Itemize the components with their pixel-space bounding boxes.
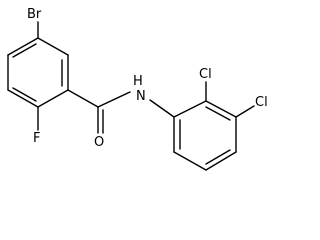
n-ring-bond [149, 99, 175, 118]
bond [7, 89, 39, 108]
bond [37, 37, 69, 56]
aromatic-double-bond [12, 87, 37, 102]
bond [7, 37, 39, 56]
bond [173, 151, 207, 171]
atom-label-br: Br [27, 7, 42, 22]
right-benzene-ring [173, 100, 237, 171]
atom-label-o: O [94, 135, 104, 150]
bond [205, 151, 237, 171]
atom-label-cl-top: Cl [199, 67, 212, 82]
ring-carbonyl-bond [67, 89, 99, 108]
atom-label-h: H [133, 74, 143, 89]
aromatic-double-bond [12, 43, 37, 58]
carbonyl-n-bond [97, 91, 131, 108]
aromatic-double-bond [205, 149, 231, 165]
aromatic-double-bond [205, 106, 231, 121]
bond [37, 89, 69, 108]
bond [173, 100, 207, 118]
bond [205, 100, 237, 118]
molecule-structure-diagram: Br F O H N Cl Cl [7, 7, 268, 171]
left-benzene-ring [7, 37, 69, 108]
atom-label-cl-right: Cl [255, 95, 268, 110]
atom-label-f: F [33, 131, 40, 146]
atom-label-n: N [136, 89, 146, 104]
c-cl-right-bond [235, 105, 255, 118]
